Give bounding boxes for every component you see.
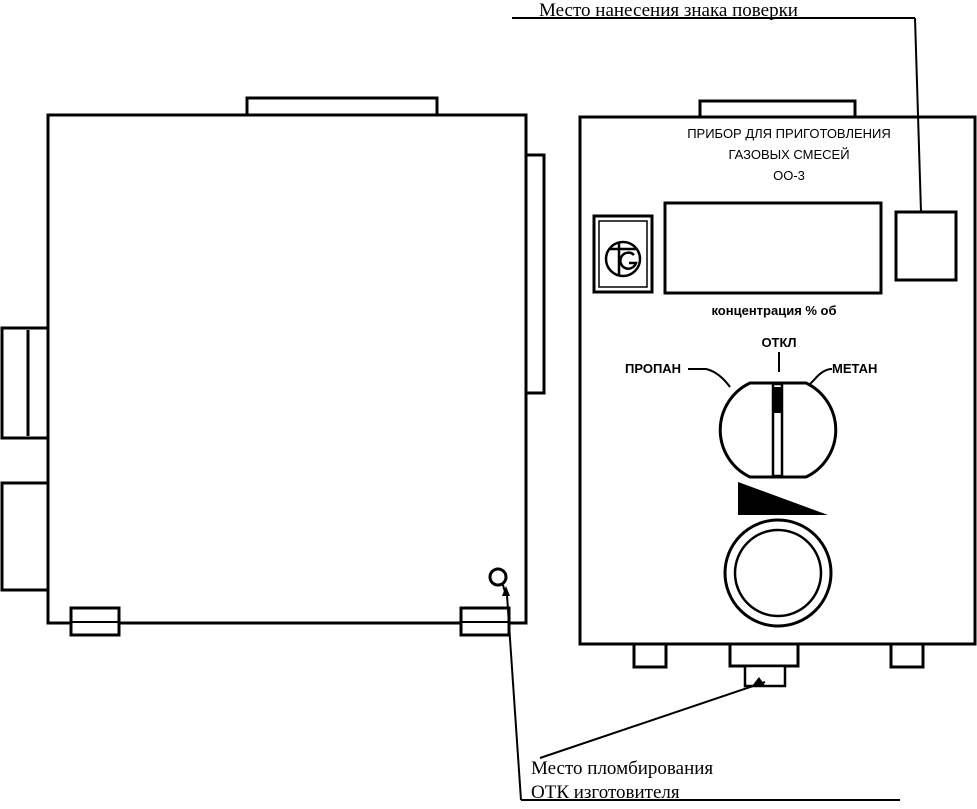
front-foot-left [632,642,668,669]
switch-label-methane: МЕТАН [832,361,877,376]
switch-label-off: ОТКЛ [761,335,796,350]
front-foot-right [889,642,925,669]
front-bottom-fitting [728,642,800,688]
side-left-connector-lower [0,481,50,592]
side-view [0,96,546,637]
side-left-connector-upper [0,326,50,440]
side-foot-left [69,606,121,637]
display-caption: концентрация % об [711,303,836,318]
front-view: ПРИБОР ДЛЯ ПРИГОТОВЛЕНИЯ ГАЗОВЫХ СМЕСЕЙ … [578,99,977,688]
leader-seal [502,586,900,801]
switch-label-propane: ПРОПАН [625,361,681,376]
metrology-mark-icon [592,214,654,294]
seal-label-line1: Место пломбирования [531,758,713,779]
flow-adjust-knob[interactable] [723,518,833,628]
concentration-display [663,201,883,295]
device-title-line1: ПРИБОР ДЛЯ ПРИГОТОВЛЕНИЯ [687,126,891,141]
seal-ring-icon [488,567,508,587]
adjust-triangle-icon [738,482,828,515]
seal-label-line2: ОТК изготовителя [531,782,680,803]
verification-mark-area [894,210,958,282]
side-body [46,113,528,625]
device-model: ОО-3 [773,168,805,183]
device-title-line2: ГАЗОВЫХ СМЕСЕЙ [728,147,849,162]
side-right-handle [524,153,546,395]
verification-mark-label: Место нанесения знака поверки [539,0,798,21]
leader-verification-mark [512,17,922,213]
side-foot-right [459,606,511,637]
gas-selector-knob[interactable] [718,381,838,479]
